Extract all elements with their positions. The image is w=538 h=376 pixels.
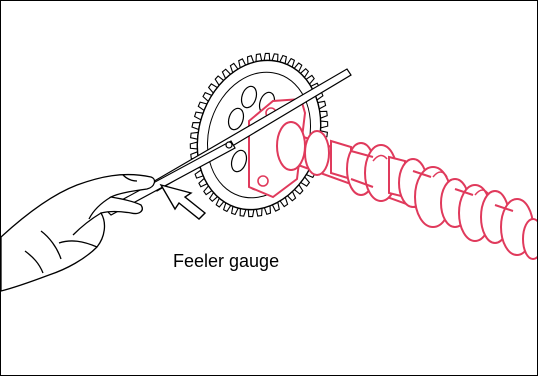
gear-tooth — [264, 53, 270, 60]
gear-tooth — [190, 142, 197, 149]
gear-tooth — [248, 210, 254, 217]
gear-tooth — [321, 121, 328, 128]
arrow-icon — [161, 185, 205, 219]
hand-icon — [1, 175, 154, 291]
feeler-gauge-label: Feeler gauge — [173, 251, 279, 272]
camshaft-icon — [277, 122, 537, 259]
